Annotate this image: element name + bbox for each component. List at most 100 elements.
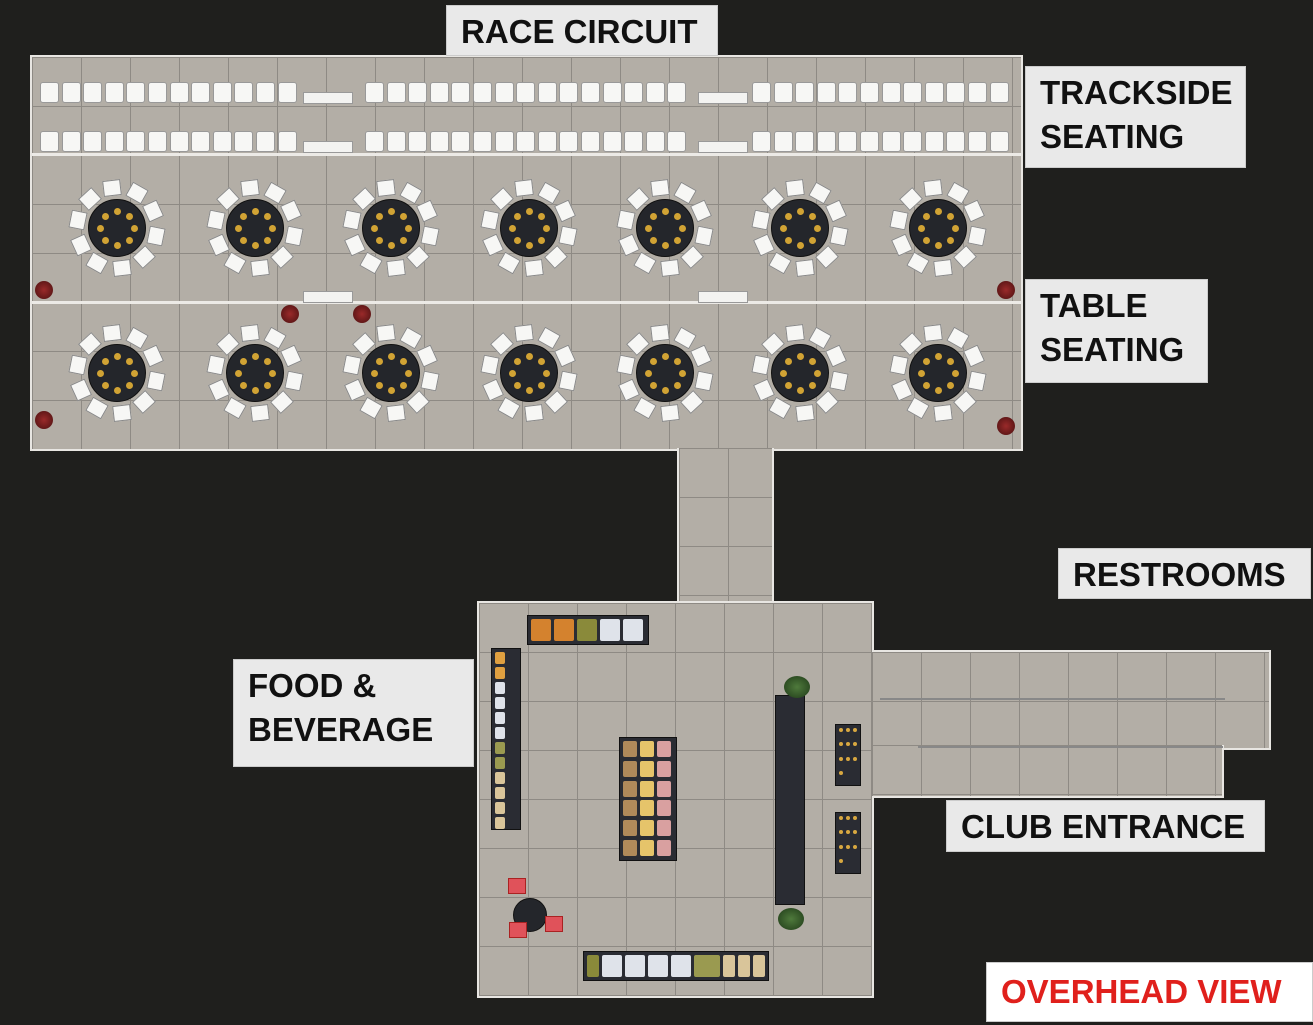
trackside-chair xyxy=(277,82,297,103)
hall-divider xyxy=(32,153,1021,156)
trackside-chair xyxy=(903,131,923,152)
label-line: TABLE xyxy=(1040,287,1148,324)
table-chair xyxy=(650,179,671,198)
table-chair xyxy=(785,179,806,198)
trackside-chair xyxy=(212,131,232,152)
table-chair xyxy=(923,324,944,343)
label-line: SEATING xyxy=(1040,118,1185,155)
trackside-chair xyxy=(903,82,923,103)
restroom-rail xyxy=(880,698,1225,700)
decor-plant-icon xyxy=(35,281,53,299)
label-line: SEATING xyxy=(1040,331,1185,368)
restroom-rail xyxy=(918,746,1223,748)
trackside-chair xyxy=(968,82,987,103)
trackside-chair xyxy=(773,131,793,152)
table-chair xyxy=(932,403,953,422)
trackside-chair xyxy=(838,82,858,103)
trackside-chair xyxy=(881,131,901,152)
trackside-chair xyxy=(602,131,622,152)
trackside-chair xyxy=(624,82,644,103)
round-table xyxy=(771,199,829,257)
trackside-chair xyxy=(795,131,815,152)
table-chair xyxy=(659,403,680,422)
bench xyxy=(303,92,353,104)
potted-plant-icon xyxy=(784,676,810,698)
display-case xyxy=(835,724,861,786)
table-chair xyxy=(102,179,123,198)
table-chair xyxy=(240,324,261,343)
trackside-chair xyxy=(968,131,987,152)
trackside-chair xyxy=(40,82,59,103)
trackside-chair xyxy=(277,131,297,152)
trackside-chair xyxy=(559,131,579,152)
trackside-chair xyxy=(256,82,275,103)
trackside-chair xyxy=(946,82,966,103)
table-chair xyxy=(111,403,132,422)
trackside-chair xyxy=(645,131,665,152)
table-chair xyxy=(889,354,909,376)
trackside-chair xyxy=(752,82,771,103)
table-chair xyxy=(889,209,909,231)
round-table xyxy=(226,344,284,402)
round-table xyxy=(909,199,967,257)
trackside-chair xyxy=(494,82,514,103)
table-chair xyxy=(514,179,535,198)
round-table xyxy=(226,199,284,257)
table-chair xyxy=(206,354,226,376)
restrooms-label: RESTROOMS xyxy=(1058,548,1311,599)
trackside-chair xyxy=(408,131,428,152)
trackside-chair xyxy=(860,82,879,103)
table-chair xyxy=(480,209,500,231)
bench xyxy=(698,141,748,153)
table-chair xyxy=(111,258,132,277)
label-line: BEVERAGE xyxy=(248,711,434,748)
trackside-chair xyxy=(148,131,167,152)
trackside-chair xyxy=(537,131,557,152)
bar-counter xyxy=(775,695,805,905)
table-chair xyxy=(923,179,944,198)
trackside-chair xyxy=(61,131,81,152)
trackside-chair xyxy=(537,82,557,103)
trackside-chair xyxy=(667,131,687,152)
trackside-chair xyxy=(645,82,665,103)
table-chair xyxy=(650,324,671,343)
table-chair xyxy=(751,209,771,231)
bench xyxy=(698,92,748,104)
trackside-chair xyxy=(83,82,103,103)
table-chair xyxy=(932,258,953,277)
table-chair xyxy=(206,209,226,231)
trackside-chair xyxy=(191,82,211,103)
display-case xyxy=(835,812,861,874)
round-table xyxy=(500,199,558,257)
trackside-chair xyxy=(624,131,644,152)
table-chair xyxy=(616,209,636,231)
trackside-chair xyxy=(451,131,471,152)
trackside-chair xyxy=(516,131,536,152)
table-chair xyxy=(102,324,123,343)
trackside-chair xyxy=(83,131,103,152)
table-chair xyxy=(376,179,397,198)
hall-divider xyxy=(32,301,1021,304)
round-table xyxy=(88,344,146,402)
table-chair xyxy=(785,324,806,343)
trackside-chair xyxy=(256,131,275,152)
table-chair xyxy=(751,354,771,376)
table-chair xyxy=(68,209,88,231)
buffet-station xyxy=(527,615,649,645)
trackside-chair xyxy=(581,131,600,152)
trackside-chair xyxy=(773,82,793,103)
cafe-chair xyxy=(545,916,563,932)
trackside-chair xyxy=(126,131,146,152)
restroom-corridor-lower xyxy=(872,745,1224,798)
label-line: FOOD & xyxy=(248,667,377,704)
cafe-chair xyxy=(508,878,526,894)
round-table xyxy=(362,199,420,257)
trackside-chair xyxy=(838,131,858,152)
bench xyxy=(303,141,353,153)
trackside-chair xyxy=(386,131,406,152)
trackside-chair xyxy=(429,131,449,152)
trackside-chair xyxy=(602,82,622,103)
trackside-chair xyxy=(148,82,167,103)
round-table xyxy=(636,344,694,402)
